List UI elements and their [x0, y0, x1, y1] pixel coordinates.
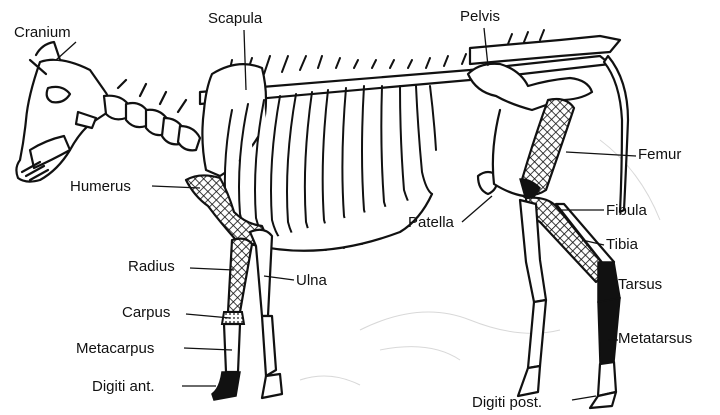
label-radius: Radius [128, 258, 175, 276]
label-tarsus: Tarsus [618, 276, 662, 294]
digits-front [212, 372, 240, 400]
label-metatarsus: Metatarsus [618, 330, 692, 348]
label-scapula: Scapula [208, 10, 262, 28]
label-digiti-post: Digiti post. [472, 394, 542, 412]
neck-vertebrae [104, 80, 200, 150]
tail [604, 56, 628, 212]
label-humerus: Humerus [70, 178, 131, 196]
metatarsus-bone [598, 298, 620, 364]
hindlimb [478, 99, 620, 408]
label-femur: Femur [638, 146, 681, 164]
label-fibula: Fibula [606, 202, 647, 220]
label-digiti-ant: Digiti ant. [92, 378, 155, 396]
label-patella: Patella [408, 214, 454, 232]
label-pelvis: Pelvis [460, 8, 500, 26]
label-tibia: Tibia [606, 236, 638, 254]
label-metacarpus: Metacarpus [76, 340, 154, 358]
label-ulna: Ulna [296, 272, 327, 290]
label-cranium: Cranium [14, 24, 71, 42]
metacarpus-bone [224, 324, 240, 372]
radius-bone [228, 239, 252, 312]
label-carpus: Carpus [122, 304, 170, 322]
skull [16, 42, 109, 182]
tarsus-bone [598, 262, 620, 302]
